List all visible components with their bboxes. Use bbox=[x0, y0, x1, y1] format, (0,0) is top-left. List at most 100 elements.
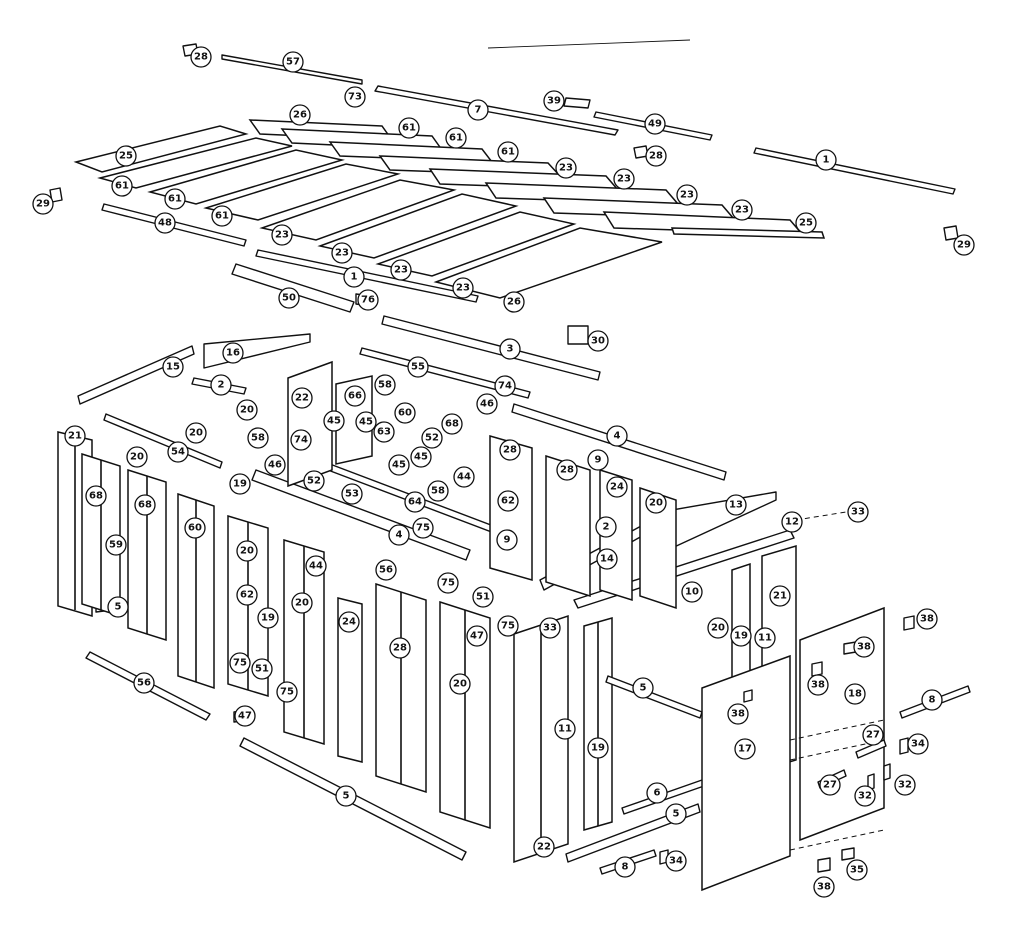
callout-circle bbox=[264, 454, 286, 476]
callout-label: 66 bbox=[348, 391, 362, 402]
callout-circle bbox=[355, 411, 377, 433]
callout-label: 51 bbox=[255, 664, 269, 675]
part-callout-16: 16 bbox=[222, 342, 244, 364]
part-callout-19: 19 bbox=[730, 625, 752, 647]
callout-circle bbox=[646, 782, 668, 804]
callout-circle bbox=[731, 199, 753, 221]
callout-circle bbox=[499, 338, 521, 360]
part-callout-68: 68 bbox=[441, 413, 463, 435]
callout-circle bbox=[614, 856, 636, 878]
callout-circle bbox=[587, 737, 609, 759]
callout-label: 4 bbox=[396, 530, 403, 541]
part-callout-23: 23 bbox=[731, 199, 753, 221]
callout-label: 60 bbox=[188, 523, 202, 534]
callout-circle bbox=[290, 429, 312, 451]
part-callout-11: 11 bbox=[554, 718, 576, 740]
callout-label: 19 bbox=[261, 613, 275, 624]
callout-label: 3 bbox=[507, 344, 514, 355]
part-callout-48: 48 bbox=[154, 212, 176, 234]
part-callout-47: 47 bbox=[466, 625, 488, 647]
callout-circle bbox=[247, 427, 269, 449]
callout-circle bbox=[554, 718, 576, 740]
callout-label: 11 bbox=[558, 724, 572, 735]
part-callout-1: 1 bbox=[343, 266, 365, 288]
part-callout-22: 22 bbox=[533, 836, 555, 858]
callout-label: 24 bbox=[610, 482, 624, 493]
callout-circle bbox=[338, 611, 360, 633]
callout-circle bbox=[539, 617, 561, 639]
callout-label: 68 bbox=[89, 491, 103, 502]
callout-circle bbox=[445, 127, 467, 149]
callout-circle bbox=[665, 850, 687, 872]
callout-label: 21 bbox=[773, 591, 787, 602]
part-callout-3: 3 bbox=[499, 338, 521, 360]
callout-circle bbox=[894, 774, 916, 796]
bracket-29-right bbox=[943, 225, 959, 241]
roof-panel-23-front-c bbox=[375, 211, 577, 277]
gable-16 bbox=[203, 333, 311, 369]
callout-circle bbox=[707, 617, 729, 639]
callout-circle bbox=[236, 584, 258, 606]
part-callout-21: 21 bbox=[64, 425, 86, 447]
callout-circle bbox=[916, 608, 938, 630]
callout-circle bbox=[289, 104, 311, 126]
callout-circle bbox=[494, 375, 516, 397]
callout-label: 23 bbox=[680, 190, 694, 201]
callout-label: 52 bbox=[307, 476, 321, 487]
callout-circle bbox=[606, 476, 628, 498]
callout-label: 64 bbox=[408, 497, 422, 508]
part-callout-47: 47 bbox=[234, 705, 256, 727]
part-callout-17: 17 bbox=[734, 738, 756, 760]
callout-label: 45 bbox=[392, 460, 406, 471]
part-callout-59: 59 bbox=[105, 534, 127, 556]
hinge-38-bottom bbox=[817, 857, 831, 873]
callout-circle bbox=[853, 636, 875, 658]
callout-circle bbox=[533, 836, 555, 858]
part-callout-55: 55 bbox=[407, 356, 429, 378]
callout-label: 25 bbox=[119, 151, 133, 162]
part-callout-5: 5 bbox=[632, 677, 654, 699]
callout-label: 9 bbox=[504, 535, 511, 546]
callout-label: 52 bbox=[425, 433, 439, 444]
callout-circle bbox=[394, 402, 416, 424]
part-callout-23: 23 bbox=[331, 242, 353, 264]
callout-circle bbox=[107, 596, 129, 618]
callout-label: 75 bbox=[441, 578, 455, 589]
callout-label: 73 bbox=[348, 92, 362, 103]
callout-circle bbox=[595, 516, 617, 538]
part-callout-5: 5 bbox=[665, 803, 687, 825]
part-callout-38: 38 bbox=[813, 876, 835, 898]
callout-label: 9 bbox=[595, 455, 602, 466]
callout-circle bbox=[854, 785, 876, 807]
part-callout-75: 75 bbox=[437, 572, 459, 594]
callout-circle bbox=[305, 555, 327, 577]
part-callout-75: 75 bbox=[412, 517, 434, 539]
callout-circle bbox=[344, 385, 366, 407]
callout-circle bbox=[645, 145, 667, 167]
callout-label: 38 bbox=[731, 709, 745, 720]
roof-panel-23-front-b bbox=[317, 193, 519, 259]
callout-circle bbox=[374, 374, 396, 396]
part-callout-9: 9 bbox=[587, 449, 609, 471]
callout-label: 19 bbox=[591, 743, 605, 754]
part-callout-5: 5 bbox=[335, 785, 357, 807]
callout-label: 61 bbox=[501, 147, 515, 158]
callout-label: 5 bbox=[673, 809, 680, 820]
part-callout-20: 20 bbox=[236, 540, 258, 562]
callout-label: 62 bbox=[240, 590, 254, 601]
callout-label: 60 bbox=[398, 408, 412, 419]
part-callout-22: 22 bbox=[291, 387, 313, 409]
callout-circle bbox=[813, 876, 835, 898]
part-callout-54: 54 bbox=[167, 441, 189, 463]
callout-label: 6 bbox=[654, 788, 661, 799]
callout-circle bbox=[373, 421, 395, 443]
part-callout-68: 68 bbox=[85, 485, 107, 507]
callout-label: 32 bbox=[858, 791, 872, 802]
callout-circle bbox=[847, 501, 869, 523]
part-callout-34: 34 bbox=[665, 850, 687, 872]
part-callout-74: 74 bbox=[290, 429, 312, 451]
part-callout-20: 20 bbox=[126, 446, 148, 468]
wall-panel-24 bbox=[337, 597, 363, 763]
callout-label: 19 bbox=[734, 631, 748, 642]
callout-circle bbox=[676, 184, 698, 206]
